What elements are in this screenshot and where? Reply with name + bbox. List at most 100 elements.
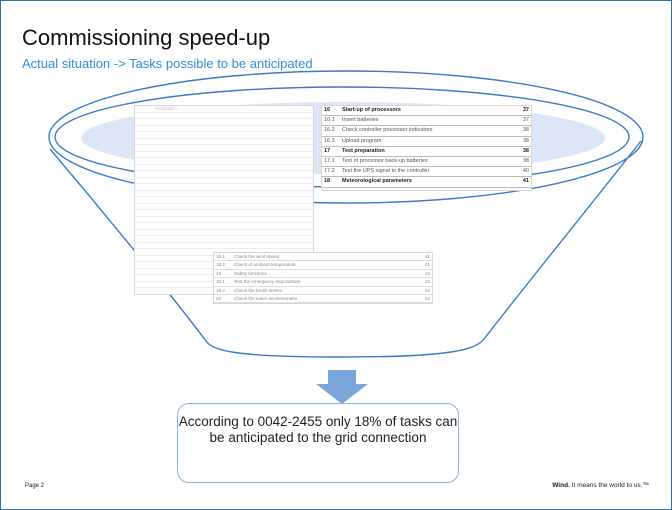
row-text: Test preparation xyxy=(342,147,385,154)
row-text xyxy=(155,236,303,242)
row-text xyxy=(155,132,303,138)
brand-slogan: It means the world to us.™ xyxy=(569,482,649,489)
callout-text: According to 0042-2455 only 18% of tasks… xyxy=(178,414,458,445)
row-text xyxy=(155,210,303,216)
row-page xyxy=(303,236,313,242)
row-page: 38 xyxy=(522,147,529,154)
row-page xyxy=(303,152,313,158)
row-number xyxy=(135,243,155,249)
document-row xyxy=(135,191,313,197)
row-text xyxy=(155,243,303,249)
row-page: 38 xyxy=(522,127,529,134)
row-page: 41 xyxy=(522,178,529,185)
row-number xyxy=(135,223,155,229)
row-number xyxy=(135,249,155,255)
row-page xyxy=(303,217,313,223)
row-page: 37 xyxy=(522,117,529,124)
row-page: 41 xyxy=(424,262,430,268)
row-text xyxy=(155,139,303,145)
row-number: 18 xyxy=(324,178,331,185)
row-text: Check controller processor indicators xyxy=(342,127,433,134)
row-text xyxy=(155,158,303,164)
row-number xyxy=(135,106,155,112)
row-number: 16.1 xyxy=(324,117,335,124)
row-number xyxy=(135,191,155,197)
row-text: Preparation xyxy=(155,106,177,111)
document-row xyxy=(135,243,313,249)
row-number xyxy=(135,204,155,210)
down-arrow-icon xyxy=(316,370,368,404)
row-text xyxy=(155,165,303,171)
row-number: 16 xyxy=(324,107,331,113)
row-number: 16.3 xyxy=(324,137,335,144)
row-number: 20 xyxy=(216,295,222,301)
row-number xyxy=(135,230,155,236)
row-page xyxy=(303,178,313,184)
row-text xyxy=(155,171,303,177)
document-row xyxy=(135,236,313,243)
row-page: 42 xyxy=(424,279,430,285)
row-number xyxy=(135,256,155,262)
row-page xyxy=(303,230,313,236)
row-number xyxy=(135,126,155,132)
row-text xyxy=(155,197,303,203)
row-number xyxy=(135,145,155,151)
document-row xyxy=(135,152,313,158)
document-row xyxy=(135,171,313,178)
document-row xyxy=(135,197,313,204)
row-page xyxy=(303,223,313,229)
row-page: 38 xyxy=(522,137,529,144)
document-row xyxy=(135,178,313,184)
document-row xyxy=(135,210,313,217)
row-text: Check the wind speed xyxy=(234,254,280,259)
row-number xyxy=(135,269,155,275)
document-row xyxy=(135,230,313,236)
document-row xyxy=(135,139,313,145)
page-number: Page 2 xyxy=(25,483,45,489)
row-number xyxy=(135,282,155,288)
row-text xyxy=(155,217,303,223)
row-text: Test the emergency stop buttons xyxy=(234,279,301,285)
row-page xyxy=(303,191,313,197)
document-row xyxy=(135,204,313,210)
row-page xyxy=(303,197,313,203)
callout-box: According to 0042-2455 only 18% of tasks… xyxy=(177,403,459,483)
row-text: Check the tower accelerometer xyxy=(234,295,298,301)
slide-title: Commissioning speed-up xyxy=(22,25,271,50)
document-row: Preparation xyxy=(135,106,313,113)
document-row xyxy=(135,158,313,165)
row-page xyxy=(303,132,313,138)
row-text xyxy=(155,184,303,190)
row-page xyxy=(303,204,313,210)
row-number xyxy=(135,288,155,294)
row-page xyxy=(303,165,313,171)
document-row: 17 Test preparation 38 xyxy=(322,147,531,157)
row-page xyxy=(303,243,313,249)
row-page: 37 xyxy=(522,107,529,113)
row-number xyxy=(135,295,155,296)
row-text xyxy=(155,145,303,151)
row-page: 42 xyxy=(424,287,430,293)
row-number: 17 xyxy=(324,147,331,154)
row-page xyxy=(303,145,313,151)
row-number xyxy=(135,119,155,125)
row-text: Test the UPS signal to the controller xyxy=(342,168,430,175)
brand-logo-word: Wind. xyxy=(552,482,570,489)
document-row xyxy=(135,184,313,191)
row-number xyxy=(135,236,155,242)
document-row: 16.3 Upload program 38 xyxy=(322,137,531,147)
row-number xyxy=(135,178,155,184)
row-text xyxy=(155,152,303,158)
row-number xyxy=(135,165,155,171)
row-text: Upload program xyxy=(342,137,382,144)
slide-subtitle: Actual situation -> Tasks possible to be… xyxy=(22,56,313,71)
row-text xyxy=(155,119,303,125)
row-text: Check the brush sensor xyxy=(234,287,283,293)
